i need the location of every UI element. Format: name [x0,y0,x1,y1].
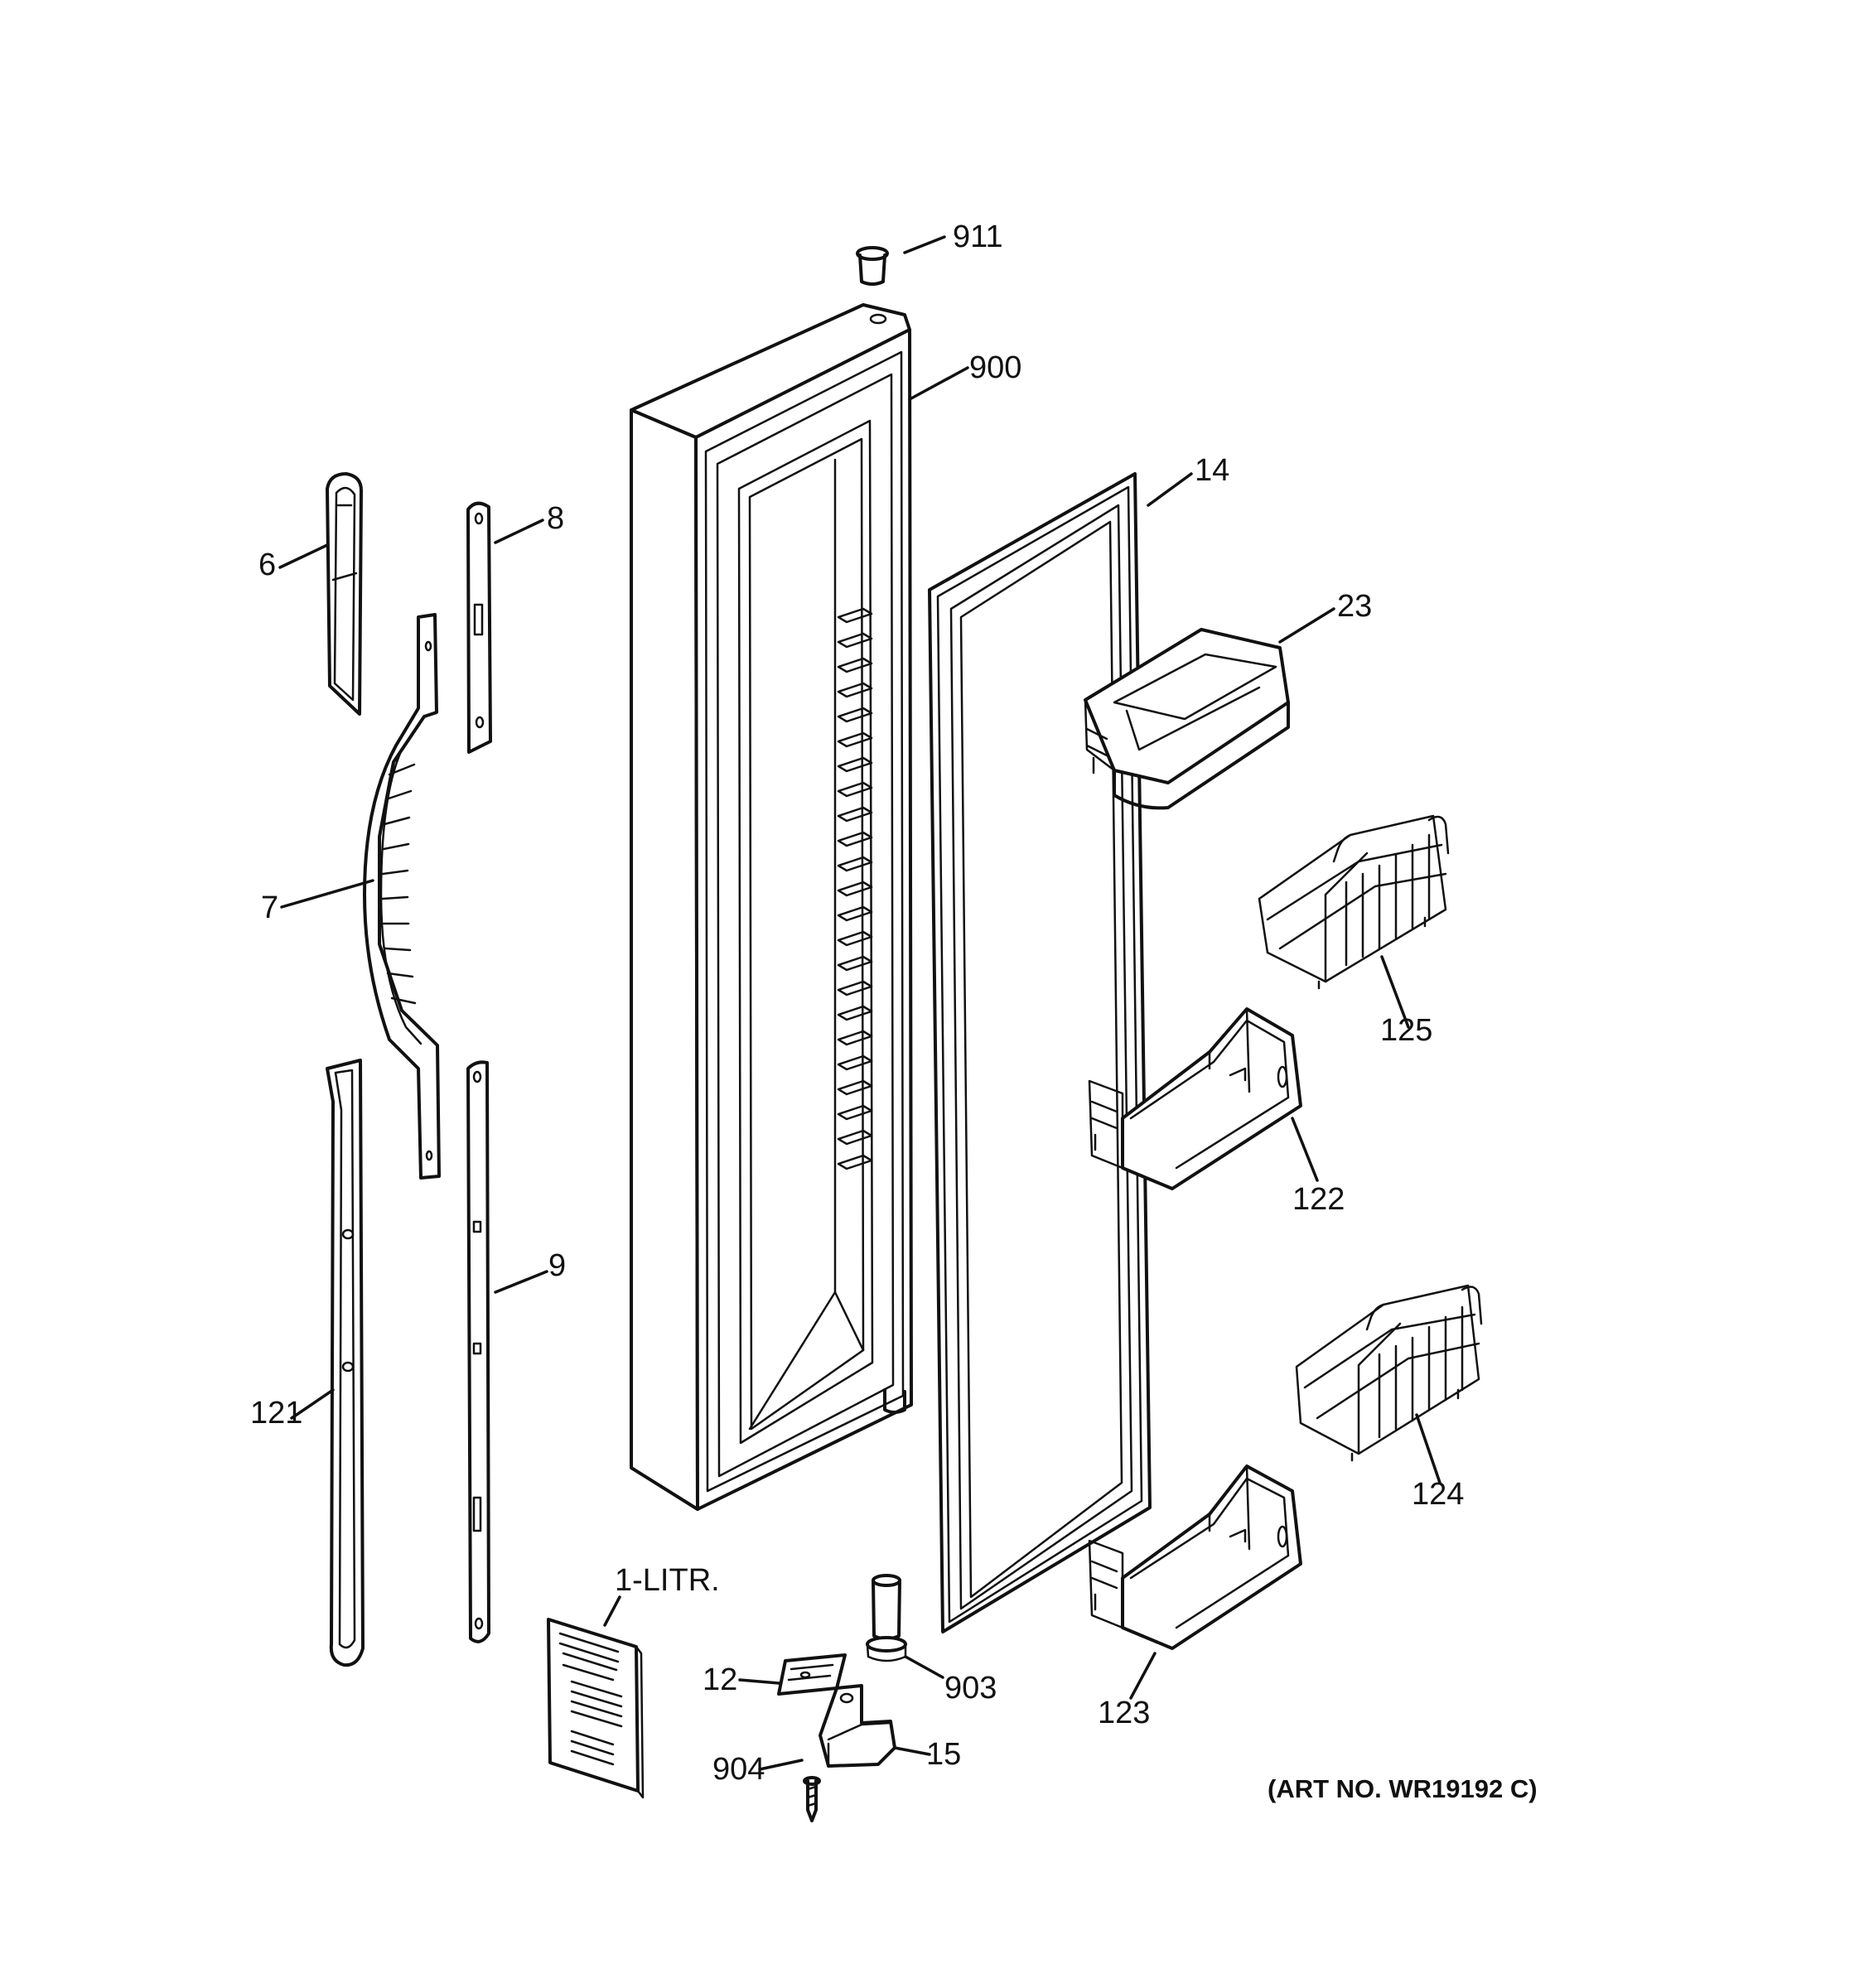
label-904: 904 [712,1752,765,1787]
part-124-wire-basket [1295,1284,1483,1462]
label-121: 121 [250,1396,302,1431]
label-8: 8 [547,501,564,536]
label-12: 12 [703,1662,737,1697]
label-1-litr: 1-LITR. [615,1563,720,1598]
label-15: 15 [926,1737,961,1772]
part-123-door-bin [1088,1464,1302,1650]
label-9: 9 [548,1248,566,1283]
part-125-wire-basket [1258,814,1450,990]
part-8-spacer [466,501,492,754]
label-903: 903 [944,1671,997,1706]
part-121-handle-trim [326,1059,365,1667]
part-122-door-bin [1088,1007,1302,1190]
label-7: 7 [261,890,278,925]
part-911-bushing [856,246,889,286]
label-123: 123 [1098,1696,1150,1730]
leader-lines [278,235,1441,1771]
part-15-hinge [819,1684,896,1768]
label-125: 125 [1380,1013,1432,1048]
label-124: 124 [1412,1477,1464,1512]
part-labels: 911 900 14 6 8 23 7 125 122 9 121 124 1-… [250,220,1538,1803]
part-903-pin [866,1574,907,1662]
part-6-handle-trim [326,472,363,716]
label-23: 23 [1337,589,1372,624]
door-shelf-tabs [837,607,873,1170]
part-7-handle [363,613,441,1180]
part-1-literature [547,1618,645,1799]
label-911: 911 [953,220,1003,254]
part-9-spacer [466,1060,490,1643]
part-900-door [630,303,913,1511]
label-900: 900 [969,350,1021,385]
part-904-screw [803,1776,821,1822]
label-122: 122 [1292,1182,1345,1217]
art-number: (ART NO. WR19192 C) [1268,1774,1538,1803]
label-14: 14 [1195,453,1229,488]
part-23-door-bin [1084,628,1290,810]
label-6: 6 [258,548,276,582]
part-14-gasket [928,472,1152,1633]
